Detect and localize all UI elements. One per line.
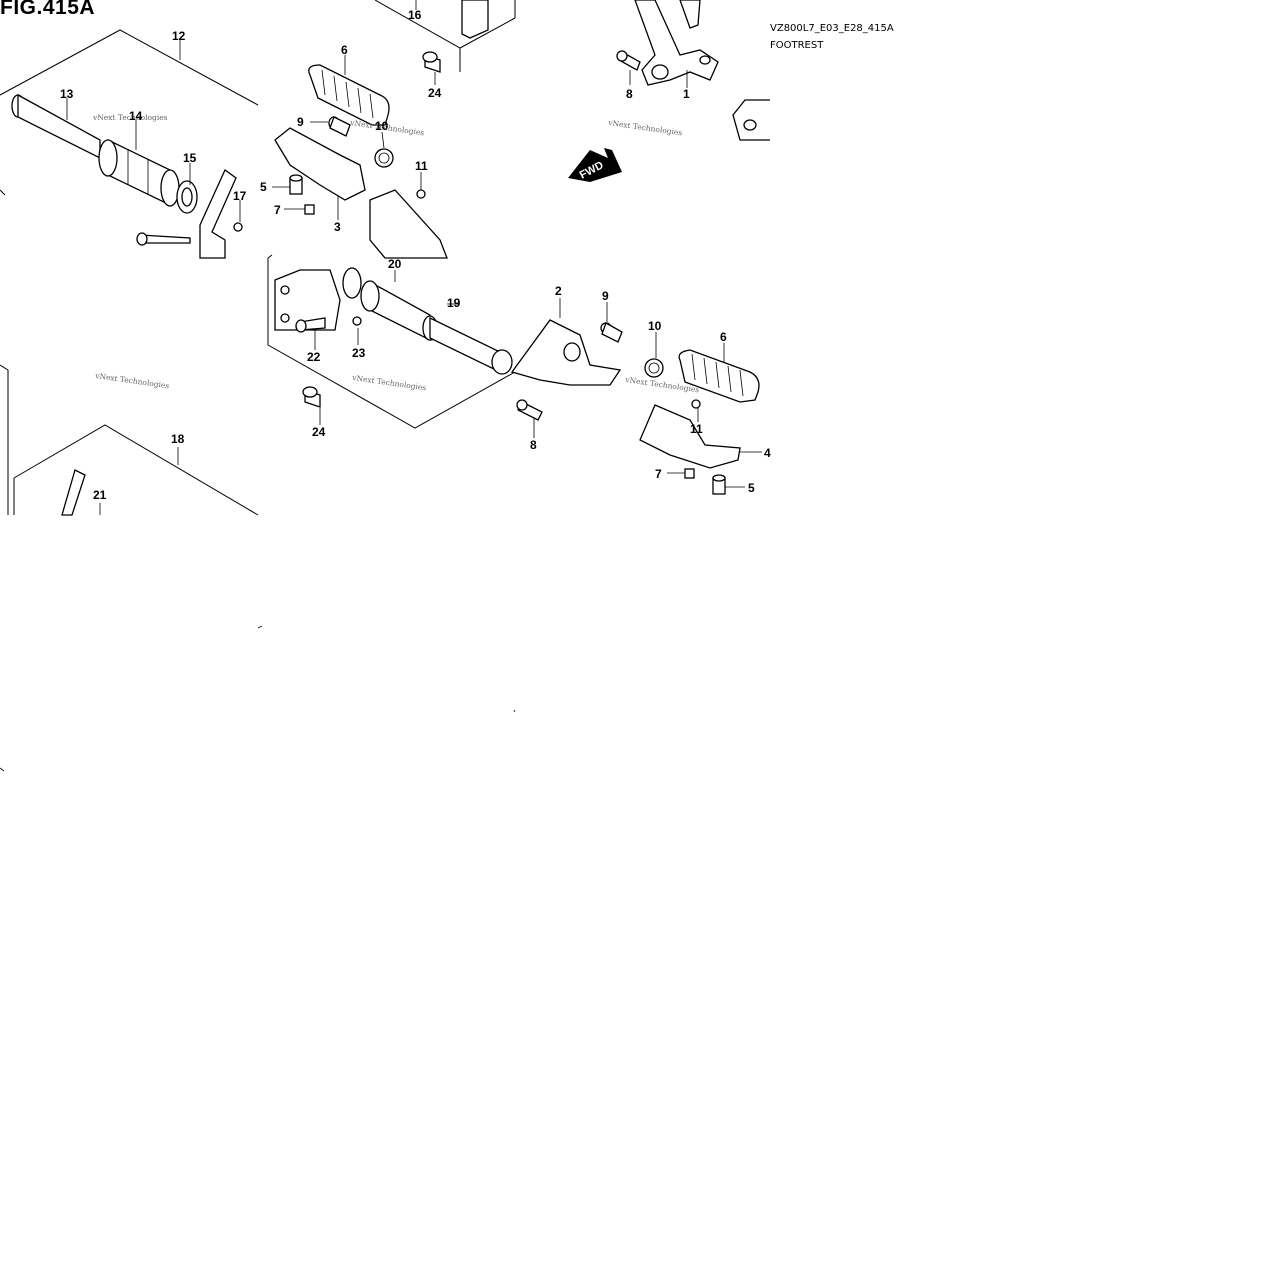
part-4-bracket-lower [639, 404, 741, 469]
callout-24-upper: 24 [428, 86, 442, 100]
part-19-pin [429, 316, 513, 375]
callout-9-lower: 9 [602, 289, 609, 303]
part-13-pin [11, 93, 101, 160]
part-6-footpeg-lower [678, 349, 760, 403]
leader-lines [66, 0, 762, 515]
part-2-footrest-bracket [510, 319, 622, 386]
callout-9-upper: 9 [297, 115, 304, 129]
part-9-pin-lower [600, 322, 623, 343]
part-24-bolt-upper [422, 51, 441, 73]
figure-title: FIG.415A [0, 0, 96, 19]
callout-7-upper: 7 [274, 203, 281, 217]
watermark-1: vNext Technologies [92, 113, 168, 122]
part-1-footrest-bracket [634, 0, 719, 86]
callout-2: 2 [555, 284, 562, 298]
callout-5-upper: 5 [260, 180, 267, 194]
callout-6-lower: 6 [720, 330, 727, 344]
box-12-frame [0, 29, 259, 196]
callout-19: 19 [447, 296, 461, 310]
callout-4: 4 [764, 446, 771, 460]
watermark-3: vNext Technologies [607, 118, 683, 137]
callout-6-upper: 6 [341, 43, 348, 57]
callout-11-lower: 11 [690, 422, 703, 436]
callout-17: 17 [233, 189, 247, 203]
callout-3: 3 [334, 220, 341, 234]
callout-7-lower: 7 [655, 467, 662, 481]
partial-part-right-edge [732, 99, 770, 141]
watermark-4: vNext Technologies [94, 371, 170, 390]
callout-14: 14 [129, 109, 143, 123]
part-7-nut-lower [684, 468, 695, 479]
part-15-washer [176, 180, 198, 214]
part-14-roller [98, 138, 180, 207]
part-11-clip-upper [416, 189, 426, 199]
callout-10-upper: 10 [375, 119, 389, 133]
part-5-bolt-upper [289, 174, 303, 195]
part-7-nut-upper [304, 204, 315, 215]
part-20-roller [342, 267, 438, 342]
box-19-frame [267, 254, 516, 429]
part-6-footpeg-upper [308, 64, 390, 126]
part-17-bracket [136, 169, 243, 259]
part-8-bolt-lower [516, 399, 543, 421]
callout-13: 13 [60, 87, 74, 101]
part-8-bolt-upper [616, 50, 641, 71]
callout-15: 15 [183, 151, 197, 165]
edge-ticks [0, 625, 516, 772]
callout-8-lower: 8 [530, 438, 537, 452]
figure-code: VZ800L7_E03_E28_415A [770, 23, 894, 34]
figure-subtitle: FOOTREST [770, 40, 824, 51]
callout-10-lower: 10 [648, 319, 662, 333]
callout-20: 20 [388, 257, 402, 271]
callout-8-upper: 8 [626, 87, 633, 101]
box-18-frame [0, 364, 259, 516]
part-24-bolt-lower [302, 386, 321, 408]
callout-24-lower: 24 [312, 425, 326, 439]
part-21-bracket [61, 469, 86, 516]
callout-12: 12 [172, 29, 186, 43]
part-10-spring-lower [644, 358, 664, 378]
callout-1: 1 [683, 87, 690, 101]
callout-16: 16 [408, 8, 422, 22]
fwd-arrow-icon: FWD [568, 148, 622, 182]
callout-11-upper: 11 [415, 159, 428, 173]
callout-23: 23 [352, 346, 366, 360]
part-22-bracket [274, 269, 341, 333]
part-11-clip-lower [691, 399, 701, 409]
part-10-spring-upper [374, 148, 394, 168]
part-9-pin-upper [328, 116, 351, 137]
watermark-5: vNext Technologies [351, 373, 427, 392]
callout-18: 18 [171, 432, 185, 446]
part-16-plate [461, 0, 489, 39]
box-16-frame [374, 0, 516, 72]
callout-22: 22 [307, 350, 321, 364]
callout-21: 21 [93, 488, 107, 502]
callout-5-lower: 5 [748, 481, 755, 495]
part-3-bracket-upper [274, 127, 448, 259]
part-5-bolt-lower [712, 474, 726, 495]
